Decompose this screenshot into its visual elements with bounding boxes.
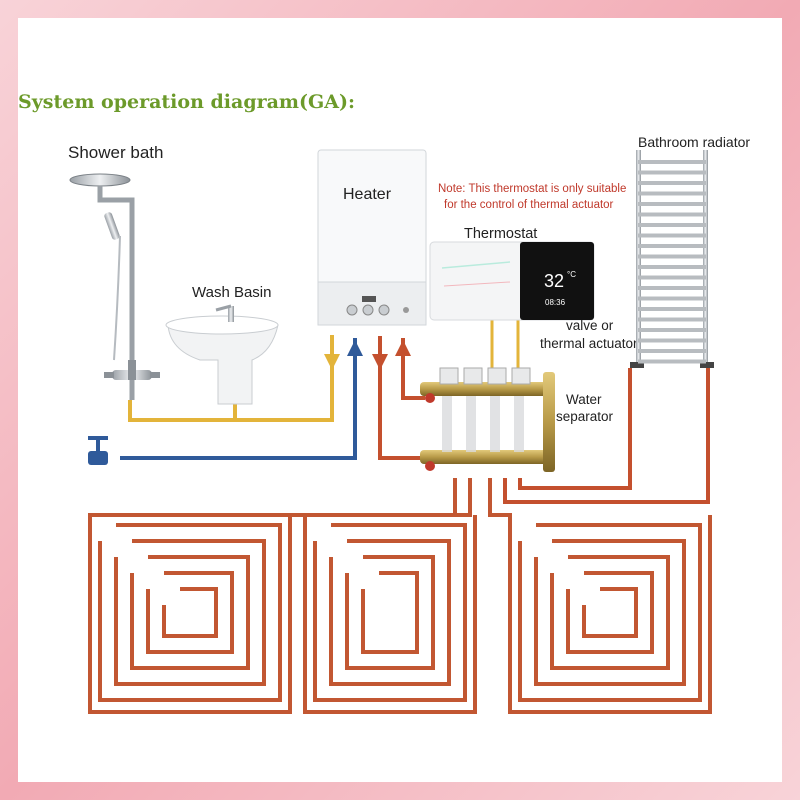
floor-loop-ring	[313, 523, 467, 702]
valve-label-line-1: valve or	[566, 318, 614, 333]
radiator-rung	[638, 212, 706, 217]
floor-loop-outer	[488, 478, 712, 714]
radiator-rung	[638, 244, 706, 248]
wash-basin-icon	[165, 304, 279, 405]
floor-loop-ring	[114, 539, 266, 686]
floor-heating-loops	[88, 478, 712, 714]
radiator-supply-pipe	[518, 368, 632, 490]
cold-water-tap-icon	[88, 436, 108, 465]
radiator-rung	[638, 160, 706, 164]
radiator-rung	[638, 223, 706, 227]
shower-label: Shower bath	[68, 143, 163, 162]
diagram-panel	[18, 18, 782, 782]
domestic-hot-pipe	[128, 335, 334, 422]
radiator-rung	[638, 202, 706, 206]
radiator-rung	[638, 286, 706, 290]
radiator-rung	[638, 233, 706, 238]
floor-loop-ring	[146, 571, 234, 654]
floor-loop-ring	[329, 539, 451, 686]
floor-loop-ring	[566, 571, 654, 654]
floor-loop-ring	[361, 571, 419, 654]
thermostat-label: Thermostat	[464, 226, 537, 242]
thermostat-time: 08:36	[545, 298, 566, 307]
floor-loop-ring	[534, 539, 686, 686]
towel-radiator-icon	[630, 150, 714, 368]
shower-icon	[69, 173, 160, 400]
floor-loop-ring	[98, 523, 282, 702]
note-line-1: Note: This thermostat is only suitable	[438, 183, 626, 195]
floor-loop-ring	[550, 555, 670, 670]
radiator-rung	[638, 296, 706, 301]
floor-loop-ring	[582, 587, 638, 638]
radiator-rung	[638, 265, 706, 269]
radiator-rung	[638, 275, 706, 280]
radiator-label: Bathroom radiator	[638, 134, 750, 150]
radiator-rung	[638, 328, 706, 332]
floor-loop-left	[88, 478, 457, 714]
floor-loop-right	[488, 478, 712, 714]
radiator-rung	[638, 307, 706, 311]
radiator-rung	[638, 191, 706, 196]
radiator-rung	[638, 317, 706, 322]
floor-loop-middle	[303, 478, 477, 714]
diagram-title: System operation diagram(GA):	[18, 91, 355, 113]
thermostat-unit: °C	[567, 270, 576, 279]
cold-water-pipe	[120, 338, 357, 460]
heater-label: Heater	[343, 186, 392, 203]
radiator-return-pipe	[503, 368, 710, 504]
wash-basin-label: Wash Basin	[192, 284, 271, 301]
radiator-rung	[638, 349, 706, 353]
note-line-2: for the control of thermal actuator	[444, 199, 614, 211]
heating-supply-pipe	[378, 338, 425, 460]
floor-loop-outer	[88, 478, 457, 714]
radiator-rung	[638, 338, 706, 343]
floor-loop-ring	[518, 523, 702, 702]
separator-label-line-1: Water	[566, 392, 602, 407]
valve-label-line-2: thermal actuator	[540, 336, 638, 351]
floor-loop-ring	[130, 555, 250, 670]
radiator-rung	[638, 170, 706, 175]
thermostat-icon	[429, 241, 595, 321]
radiator-rung	[638, 254, 706, 259]
thermostat-temperature: 32	[544, 271, 564, 291]
floor-loop-ring	[345, 555, 435, 670]
boiler-icon	[317, 149, 427, 326]
manifold-icon	[420, 367, 555, 472]
floor-loop-ring	[162, 587, 218, 638]
separator-label-line-2: separator	[556, 409, 614, 424]
pipes	[120, 320, 710, 504]
radiator-rung	[638, 359, 706, 364]
floor-loop-outer	[303, 478, 477, 714]
flow-arrows	[324, 336, 411, 372]
radiator-rung	[638, 181, 706, 185]
